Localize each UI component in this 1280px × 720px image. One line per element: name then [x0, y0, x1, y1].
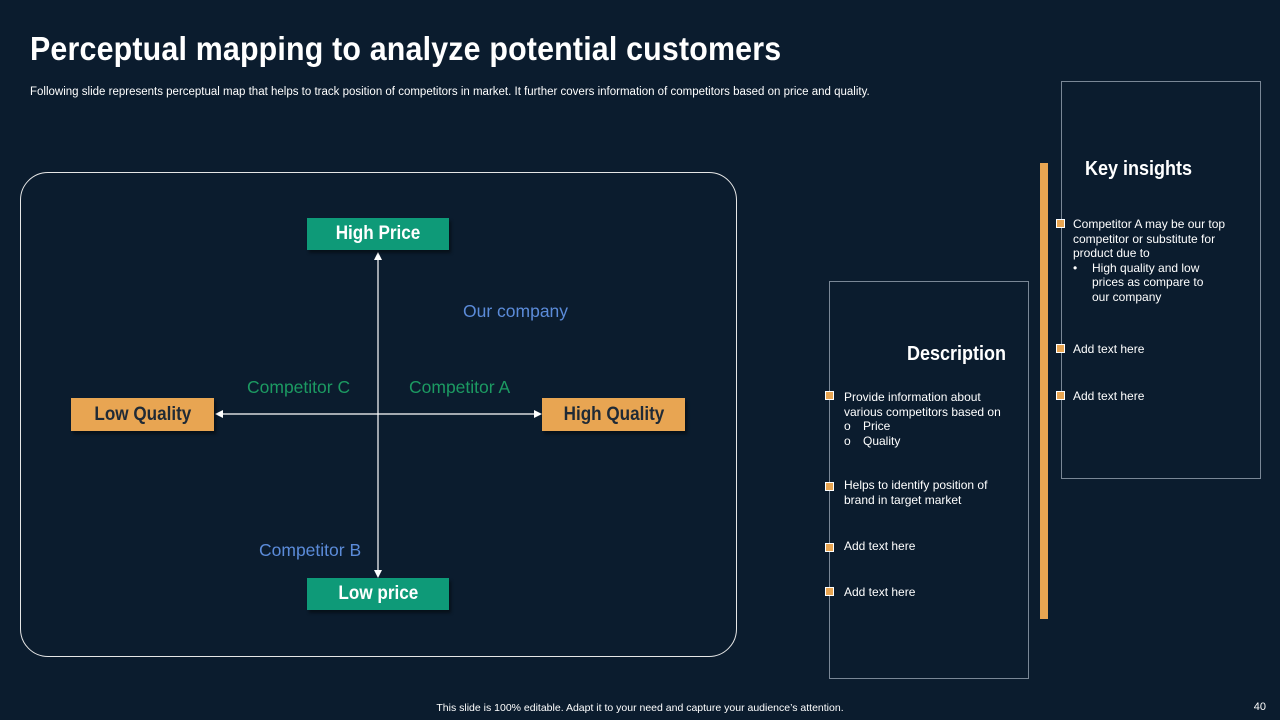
description-item-4: Add text here: [844, 585, 916, 599]
circle-bullet-icon: o: [844, 433, 851, 448]
insights-item-2: Add text here: [1073, 342, 1145, 356]
insights-item-1-text: Competitor A may be our top competitor o…: [1073, 217, 1226, 260]
high-quality-label: High Quality: [563, 403, 664, 425]
square-bullet-icon: [825, 391, 834, 400]
competitor-b-label: Competitor B: [259, 540, 362, 560]
slide-title: Perceptual mapping to analyze potential …: [30, 30, 782, 67]
square-bullet-icon: [825, 482, 834, 491]
description-item-1-text: Provide information about various compet…: [844, 390, 1001, 419]
square-bullet-icon: [825, 587, 834, 596]
key-insights-panel: [1061, 81, 1261, 479]
high-price-label: High Price: [335, 223, 421, 244]
page-number: 40: [1253, 701, 1266, 713]
circle-bullet-icon: o: [844, 419, 851, 433]
description-heading: Description: [907, 343, 1007, 365]
insights-item-1: Competitor A may be our top competitor o…: [1073, 217, 1243, 304]
low-price-label: Low price: [338, 583, 418, 604]
key-insights-heading: Key insights: [1085, 158, 1193, 180]
low-quality-box: Low Quality: [71, 398, 214, 431]
description-item-2: Helps to identify position of brand in t…: [844, 478, 988, 507]
square-bullet-icon: [1056, 219, 1065, 228]
high-quality-box: High Quality: [542, 398, 685, 431]
perceptual-map-panel: [20, 172, 737, 657]
low-price-box: Low price: [307, 578, 449, 610]
low-quality-label: Low Quality: [94, 403, 191, 425]
orange-divider-bar: [1040, 163, 1048, 619]
our-company-label: Our company: [463, 301, 569, 321]
competitor-a-label: Competitor A: [409, 377, 511, 397]
insights-subitem-1: •High quality and low prices as compare …: [1073, 260, 1204, 304]
square-bullet-icon: [1056, 391, 1065, 400]
square-bullet-icon: [825, 543, 834, 552]
square-bullet-icon: [1056, 344, 1065, 353]
slide-subtitle: Following slide represents perceptual ma…: [30, 86, 870, 98]
slide-footer: This slide is 100% editable. Adapt it to…: [436, 702, 844, 714]
insights-item-3: Add text here: [1073, 389, 1145, 403]
description-item-1: Provide information about various compet…: [844, 390, 1004, 448]
dot-bullet-icon: •: [1073, 260, 1078, 275]
high-price-box: High Price: [307, 218, 449, 250]
description-panel: [829, 281, 1029, 679]
competitor-c-label: Competitor C: [247, 377, 351, 397]
description-item-3: Add text here: [844, 539, 916, 553]
